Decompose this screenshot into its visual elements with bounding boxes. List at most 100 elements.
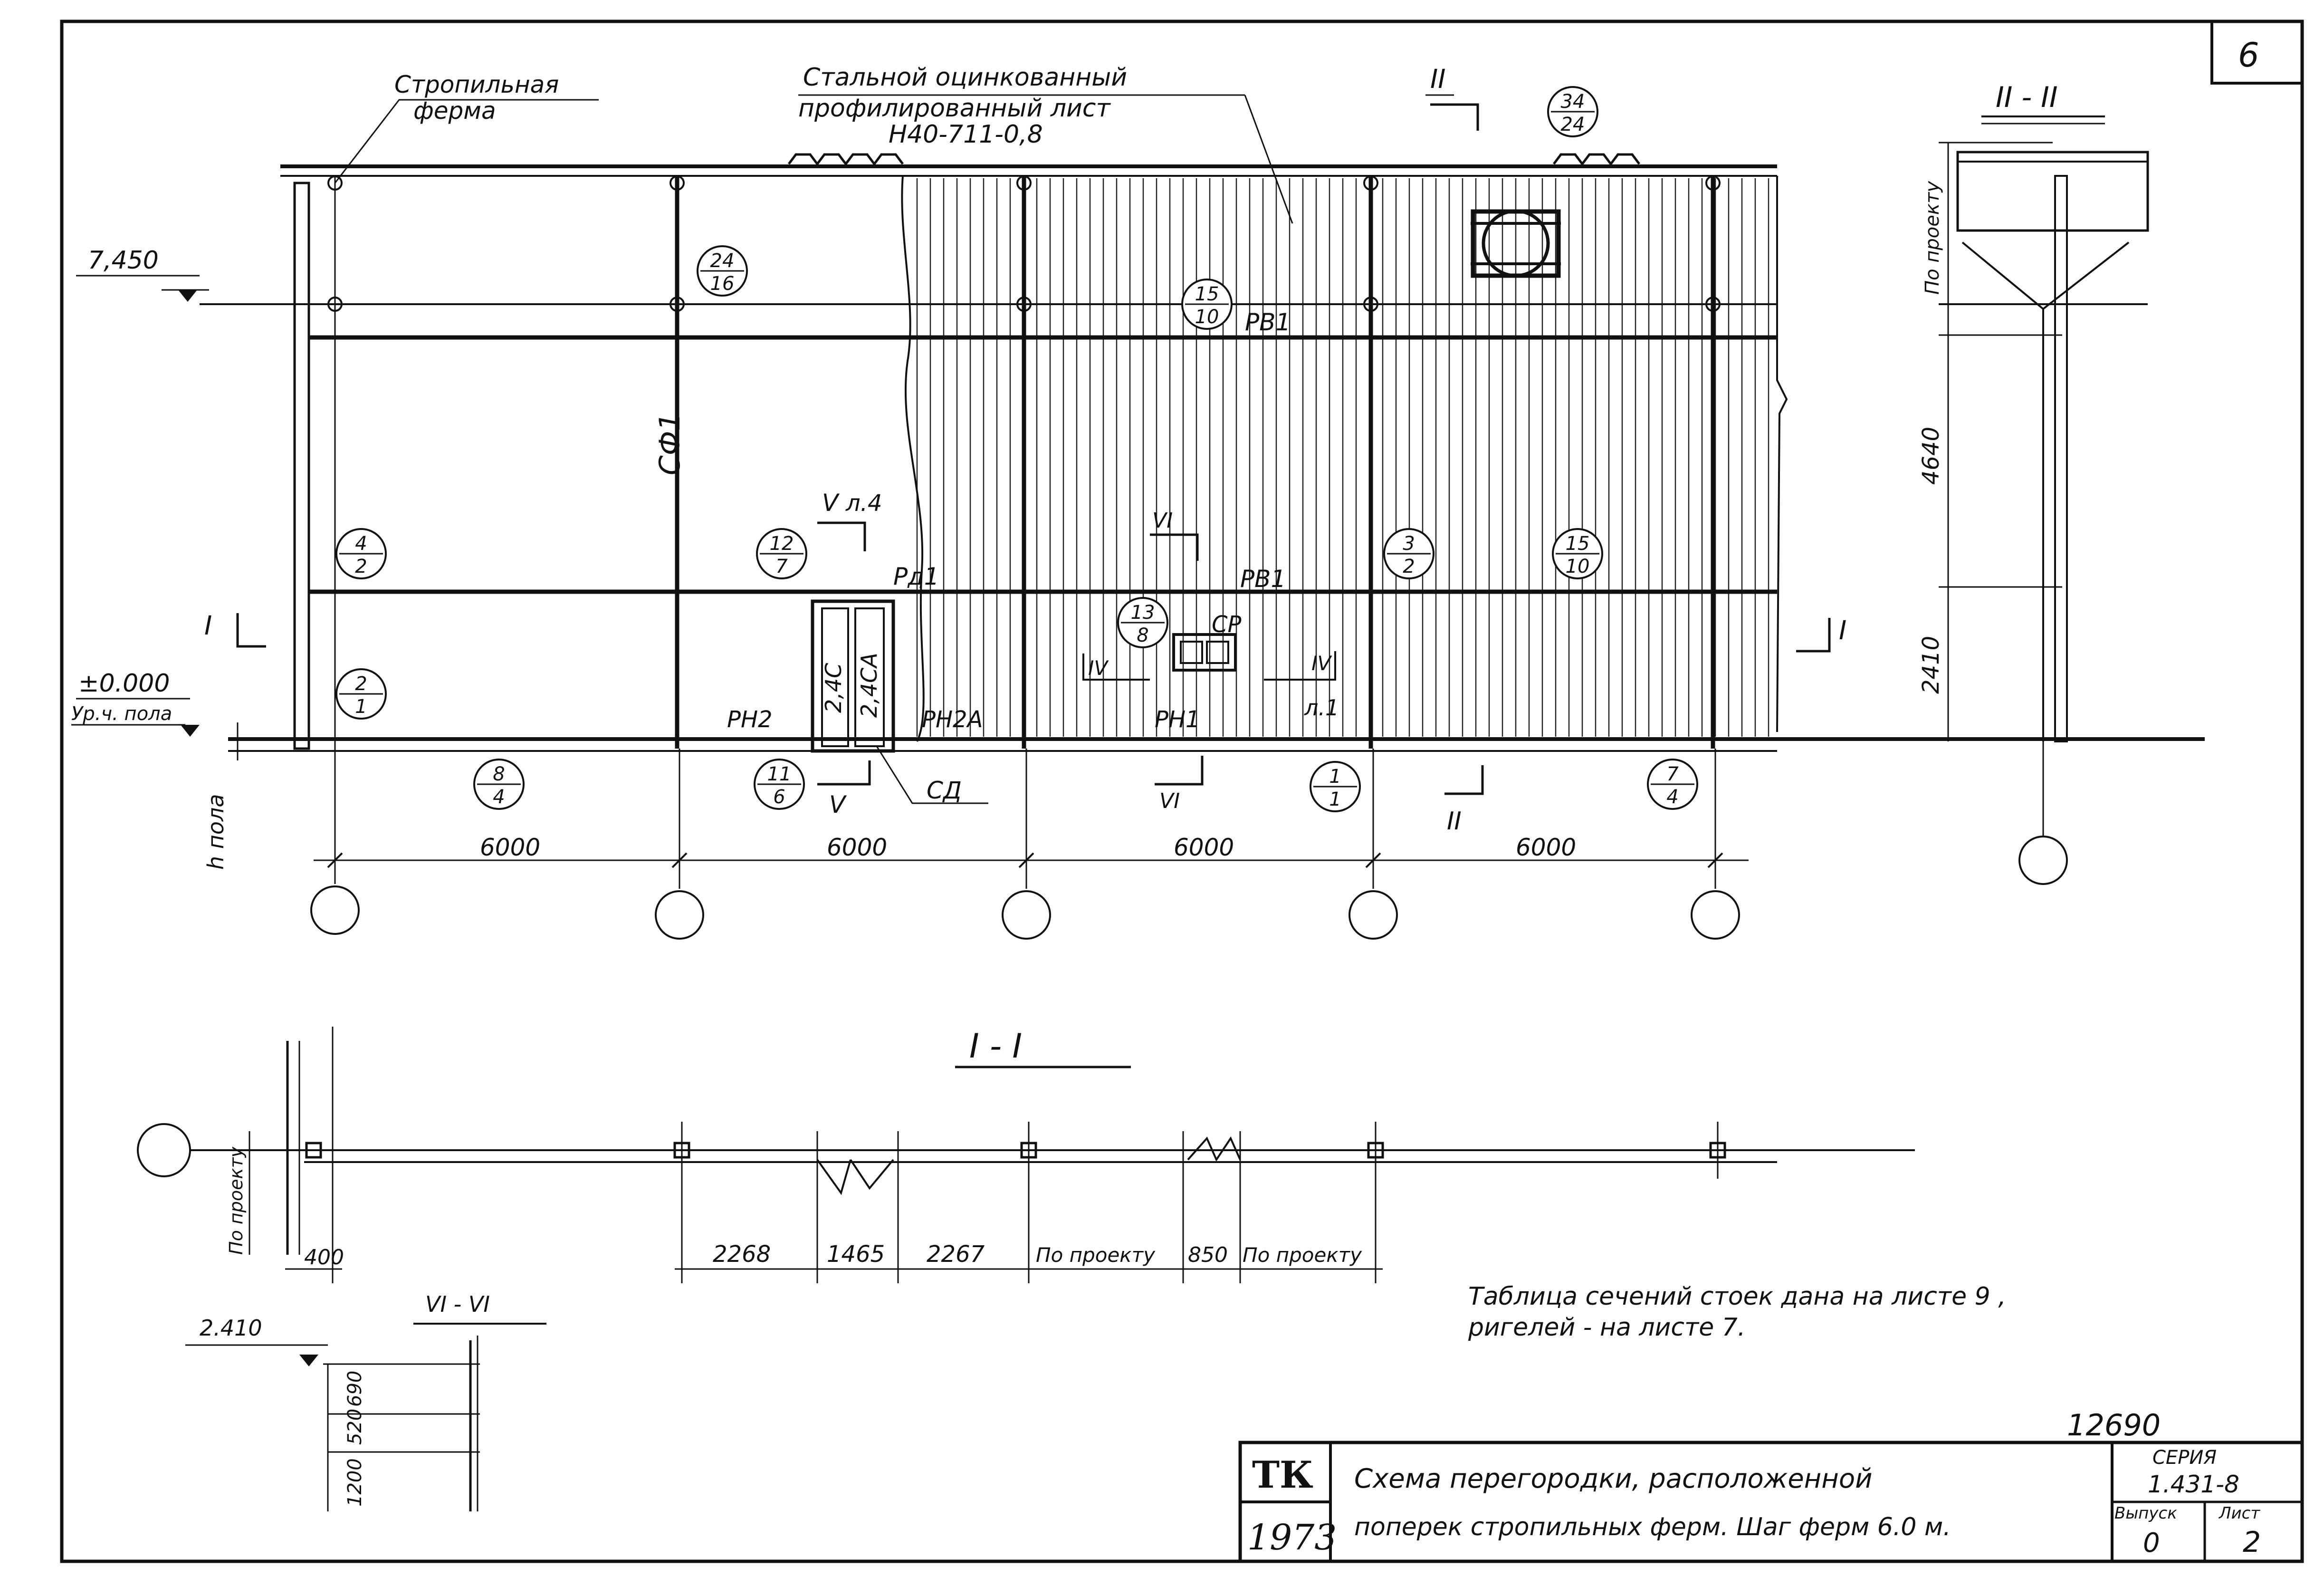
sheet-frame	[60, 19, 2304, 1563]
section-mark-I-left: I	[204, 610, 212, 641]
truss-label-1: Стропильная	[394, 71, 559, 98]
roof-profile-left	[788, 153, 904, 166]
section-mark-V: V	[822, 489, 840, 517]
callout-top: 1	[1329, 766, 1341, 788]
callout-4: 42	[335, 528, 387, 579]
section-mark-I-right: I	[1839, 615, 1846, 645]
hatch-edge	[901, 175, 925, 742]
section-mark-V-bottom: V	[829, 791, 847, 818]
span-2: 6000	[827, 834, 887, 861]
door-label-2: 2,4СА	[856, 653, 882, 718]
detail-dim-690: 690	[344, 1371, 366, 1407]
callout-bottom: 10	[1566, 556, 1590, 577]
detail-dim-520: 520	[344, 1409, 366, 1445]
callout-top: 12	[770, 533, 794, 555]
end-column	[293, 182, 310, 750]
elev-top-marker	[178, 290, 197, 302]
truss-leader	[334, 99, 599, 183]
window-unit	[1172, 633, 1237, 672]
sheeting-label-2: профилированный лист	[798, 94, 1111, 123]
elev-zero: ±0.000	[78, 669, 170, 698]
issue-value: 0	[2143, 1528, 2160, 1558]
sheet-label: Лист	[2218, 1504, 2260, 1523]
callout-bottom: 6	[773, 786, 785, 808]
callout-top: 8	[493, 763, 505, 785]
callout-9: 21	[335, 668, 387, 720]
note-line-2: ригелей - на листе 7.	[1468, 1313, 1745, 1342]
title-org: ТК	[1252, 1453, 1313, 1497]
callout-bottom: 8	[1137, 625, 1148, 646]
span-ticks	[327, 852, 1723, 868]
label-rn2: РН2	[727, 706, 773, 733]
plan-po-proektu-vertical: По проекту	[226, 1146, 247, 1255]
issue-label: Выпуск	[2114, 1504, 2177, 1523]
sheeting-label-1: Стальной оцинкованный	[803, 63, 1127, 92]
label-sf1: СФ1	[653, 413, 687, 475]
sheeting-label-3: Н40-711-0,8	[889, 120, 1043, 149]
plan-dim-1465: 1465	[827, 1241, 885, 1268]
callout-top: 4	[355, 533, 367, 555]
section-mark-VI-bottom: VI	[1159, 789, 1180, 813]
section-I-I: I - I 400 2268 1465 2267 По проекту	[137, 1027, 1915, 1283]
section-mark-IV-right: IV	[1311, 652, 1332, 675]
title-year: 1973	[1247, 1517, 1337, 1558]
elev-zero-marker	[181, 725, 200, 737]
callout-6: 138	[1117, 597, 1168, 648]
ref-iv: л.1	[1304, 695, 1339, 721]
callout-bottom: 16	[710, 273, 735, 295]
callout-top: 34	[1561, 91, 1585, 113]
plan-dim-2267: 2267	[927, 1241, 985, 1268]
section-mark-IV-left: IV	[1088, 656, 1109, 680]
note-line-1: Таблица сечений стоек дана на листе 9 ,	[1468, 1282, 2006, 1311]
section-II-dim-2410: 2410	[1918, 636, 1944, 694]
truss-joints	[327, 175, 1721, 312]
span-3: 6000	[1174, 834, 1234, 861]
callout-11: 116	[754, 759, 805, 810]
section-II-dim-4640: 4640	[1918, 427, 1944, 485]
door-leader	[876, 746, 988, 804]
archive-number: 12690	[2067, 1408, 2161, 1442]
floor-level: Ур.ч. пола	[71, 703, 172, 725]
callout-top: 13	[1131, 602, 1155, 624]
callout-top: 11	[767, 763, 792, 785]
section-I-title: I - I	[969, 1027, 1022, 1066]
callout-bottom: 24	[1561, 114, 1585, 135]
plan-dim-po-proektu-1: По проекту	[1036, 1243, 1156, 1267]
grid-bubbles	[310, 885, 1740, 940]
detail-elev: 2.410	[200, 1315, 262, 1341]
round-opening	[1471, 209, 1561, 278]
callout-bottom: 1	[1329, 788, 1341, 810]
callout-top: 7	[1666, 763, 1679, 785]
hatch-right-edge	[1776, 176, 1788, 732]
floor-h: h пола	[203, 794, 229, 870]
series-value: 1.431-8	[2148, 1471, 2239, 1498]
section-mark-II-top: II	[1430, 64, 1445, 94]
callout-5: 127	[756, 528, 807, 579]
plan-dim-850: 850	[1188, 1243, 1228, 1267]
title-line-1: Схема перегородки, расположенной	[1354, 1463, 1873, 1494]
plan-dim-400: 400	[304, 1245, 344, 1269]
window-code: СР	[1212, 611, 1242, 638]
door-label-1: 2,4С	[821, 663, 846, 713]
truss-label-2: ферма	[413, 97, 496, 125]
section-VI-VI: VI - VI 2.410 690 520 1200	[185, 1291, 546, 1511]
plan-dim-po-proektu-2: По проекту	[1243, 1243, 1362, 1267]
title-block: ТК 1973 Схема перегородки, расположенной…	[1238, 1441, 2304, 1563]
callout-bottom: 4	[1666, 786, 1678, 808]
callout-bottom: 7	[775, 556, 788, 577]
span-4: 6000	[1516, 834, 1576, 861]
section-II-po-proektu: По проекту	[1922, 181, 1943, 295]
roof-profile-right	[1553, 153, 1640, 166]
callout-top: 24	[710, 250, 735, 272]
callout-top: 15	[1566, 533, 1590, 555]
label-rn2a: РН2А	[922, 706, 983, 733]
section-mark-II-bottom: II	[1447, 807, 1462, 836]
callout-7: 32	[1383, 528, 1435, 579]
callout-13: 74	[1647, 759, 1698, 810]
label-rv1-mid: РВ1	[1240, 565, 1286, 593]
